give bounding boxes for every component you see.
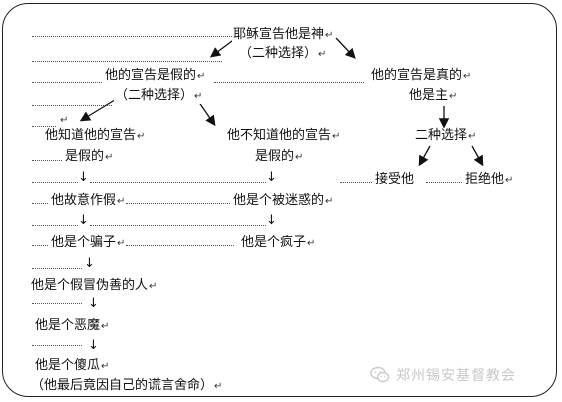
down-arrow: ↓ — [84, 256, 95, 271]
node-died-for-lie: （他最后竟因自己的谎言舍命）↵ — [30, 378, 224, 394]
node-claim-false: 他的宣告是假的↵ — [104, 68, 207, 84]
dotted-leader — [32, 36, 232, 37]
node-root-two-choices: （二种选择）↵ — [238, 46, 328, 62]
dotted-leader — [32, 126, 56, 127]
down-arrow: ↓ — [78, 213, 89, 228]
node-reject-him: 拒绝他↵ — [464, 172, 515, 188]
arrow-root-to-true — [335, 37, 356, 59]
down-arrow: ↓ — [78, 170, 89, 185]
dotted-leader — [32, 160, 62, 161]
node-not-knows-false: 他不知道他的宣告↵ — [226, 128, 342, 144]
dotted-leader — [32, 345, 82, 346]
dotted-leader — [90, 225, 266, 226]
node-liar: 他是个骗子↵ — [50, 235, 127, 251]
down-arrow: ↓ — [266, 213, 277, 228]
node-claim-true: 他的宣告是真的↵ — [370, 68, 473, 84]
node-hypocrite: 他是个假冒伪善的人↵ — [30, 278, 159, 294]
down-arrow: ↓ — [88, 338, 99, 353]
node-jesus-claims-god: 耶稣宣告他是神↵ — [232, 27, 335, 43]
node-false-two-choices: （二种选择）↵ — [114, 88, 204, 104]
dotted-leader — [32, 225, 78, 226]
dotted-leader — [32, 245, 48, 246]
dotted-leader — [214, 82, 364, 83]
dotted-leader — [32, 105, 112, 106]
node-demon: 他是个恶魔↵ — [34, 318, 111, 334]
node-knows-false: 他知道他的宣告↵ — [44, 128, 147, 144]
empty-line-mark: ↵ — [58, 112, 70, 128]
dotted-leader — [426, 182, 462, 183]
node-deliberate-fake: 他故意作假↵ — [50, 193, 127, 209]
dotted-leader — [340, 182, 372, 183]
watermark: 郑州锡安基督教会 — [370, 364, 556, 386]
node-lord-two-choices: 二种选择↵ — [414, 128, 478, 144]
arrow-choice-to-reject — [471, 145, 484, 167]
dotted-leader — [32, 182, 78, 183]
arrow-false-to-knows — [79, 97, 119, 122]
watermark-text: 郑州锡安基督教会 — [396, 368, 516, 384]
node-deceived: 他是个被迷惑的↵ — [232, 193, 335, 209]
arrow-choice-to-accept — [418, 145, 431, 167]
node-fool: 他是个傻瓜↵ — [34, 358, 111, 374]
node-knows-false-cont: 是假的↵ — [64, 149, 115, 165]
dotted-leader — [126, 203, 230, 204]
dotted-leader — [32, 303, 82, 304]
node-lunatic: 他是个疯子↵ — [240, 235, 317, 251]
dotted-leader — [32, 61, 222, 62]
dotted-leader — [90, 182, 266, 183]
down-arrow: ↓ — [266, 170, 277, 185]
dotted-leader — [32, 82, 102, 83]
dotted-leader — [126, 245, 234, 246]
node-accept-him: 接受他 — [374, 172, 416, 187]
dotted-leader — [32, 203, 48, 204]
down-arrow: ↓ — [88, 296, 99, 311]
node-not-knows-false-cont: 是假的↵ — [254, 149, 305, 165]
node-he-is-lord: 他是主↵ — [408, 88, 459, 104]
dotted-leader — [32, 268, 82, 269]
wechat-icon — [370, 366, 390, 383]
